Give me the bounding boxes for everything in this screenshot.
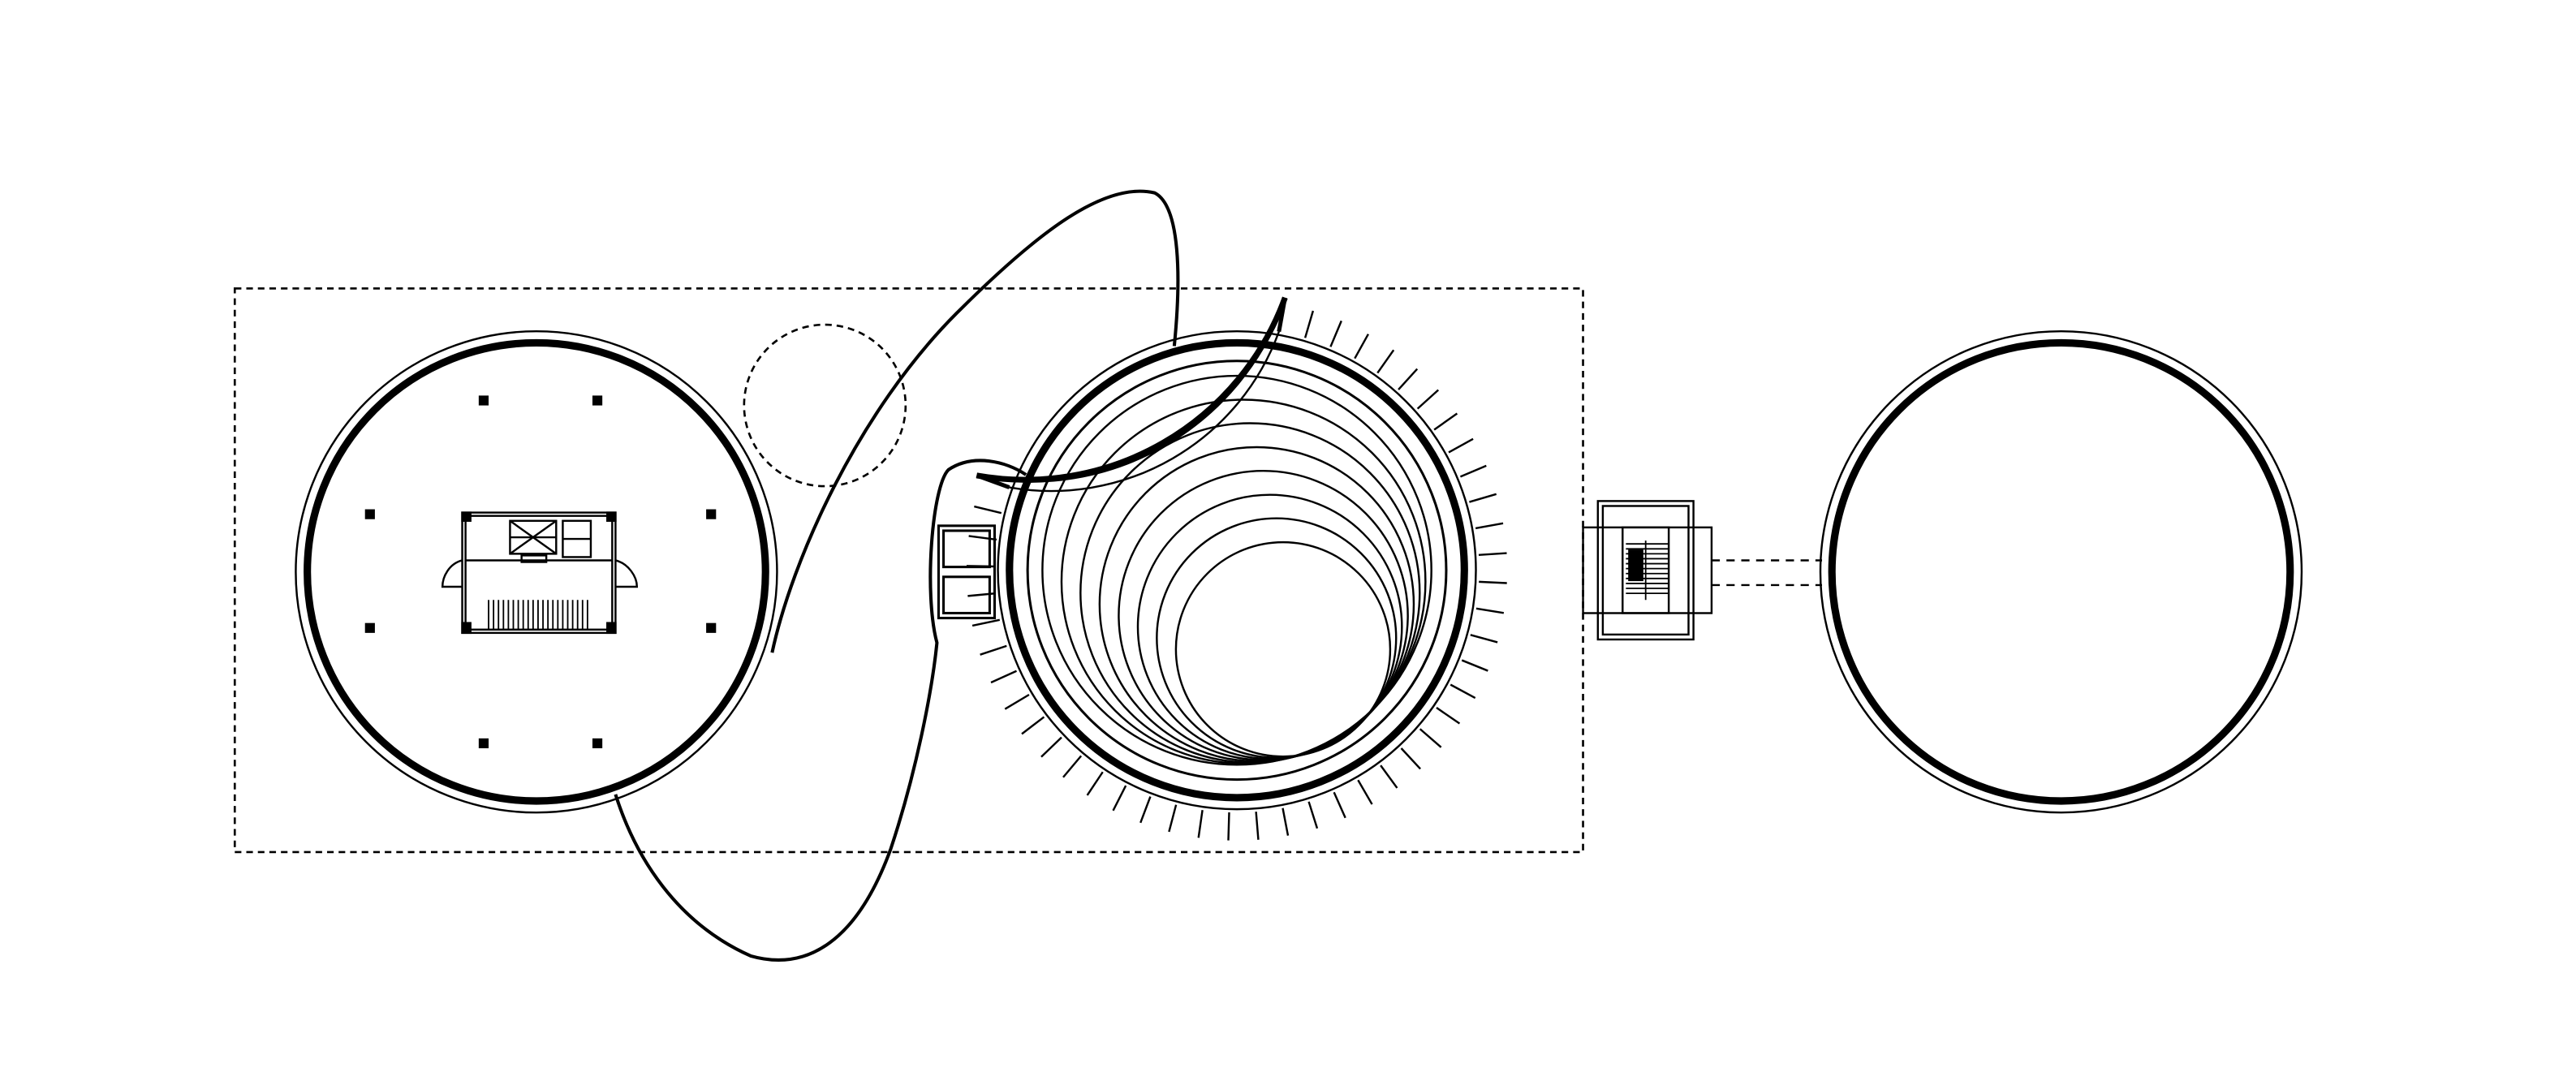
column-marker [706,509,717,519]
perimeter-band-divider [971,618,1001,627]
spiral-ring [1079,422,1421,764]
perimeter-band-divider [1255,812,1260,840]
column-marker [478,738,489,749]
central-tower [937,296,1507,841]
central-tower-entrance [937,524,997,620]
perimeter-band-divider [1419,728,1442,748]
column-marker [592,395,603,406]
perimeter-band-divider [1112,785,1127,812]
perimeter-band-divider [1380,764,1398,789]
right-tower [1819,329,2303,814]
perimeter-band-divider [1227,812,1230,841]
perimeter-band-divider [1168,804,1178,833]
spiral-ring [1118,469,1409,761]
perimeter-band-divider [1475,607,1505,614]
central-tower-inner-ring [1026,360,1448,782]
perimeter-band-divider [1416,389,1440,410]
perimeter-band-divider [1461,659,1488,672]
column-marker [364,509,375,519]
left-tower-columns [364,395,717,749]
perimeter-band-divider [1400,747,1421,770]
perimeter-band-end-cap [1277,297,1287,333]
left-tower-outer-ring [295,329,778,814]
perimeter-band-divider [1139,796,1152,824]
perimeter-band-divider [1303,310,1315,338]
perimeter-band-divider [1086,771,1104,796]
perimeter-band-divider [1376,349,1395,374]
left-tower-wall [304,338,769,805]
left-tower [295,329,778,814]
perimeter-band-divider [1478,552,1507,557]
perimeter-band-arc [976,296,1288,483]
perimeter-band-divider [1040,736,1062,758]
perimeter-band-divider [1448,437,1474,454]
perimeter-band-divider [1333,791,1346,819]
central-tower-spiral-ramp [1041,374,1432,766]
perimeter-band-divider [968,535,997,541]
right-tower-wall [1828,338,2294,805]
perimeter-band-divider [1282,807,1290,836]
perimeter-band-divider [1354,334,1369,360]
perimeter-band-end-cap [976,473,1010,489]
perimeter-band-divider [1475,522,1504,530]
perimeter-band-divider [1062,755,1083,778]
perimeter-band-divider [1357,779,1373,805]
central-tower-wall [1006,338,1468,802]
perimeter-band-divider [1329,320,1342,347]
left-tower-core [441,511,639,635]
bridge-core [1582,500,1822,641]
column-marker [364,622,375,633]
dashed-circle [743,323,907,488]
curved-path-line-lower [614,459,1027,962]
central-tower-outer-ring [997,329,1477,811]
perimeter-band-divider [967,592,997,597]
curved-path-line [770,189,1180,653]
spiral-ring [1041,374,1432,766]
perimeter-band-divider [1479,580,1507,584]
perimeter-band-divider [1436,707,1461,725]
perimeter-band-divider [980,644,1007,656]
site-boundary [233,287,1584,854]
perimeter-band-divider [1433,412,1458,431]
perimeter-band-divider [1470,634,1498,644]
perimeter-band-divider [1021,716,1045,735]
spiral-ring [1136,493,1403,760]
right-tower-outer-ring [1819,329,2303,814]
perimeter-band-divider [1004,693,1030,710]
perimeter-band-divider [1398,368,1419,390]
perimeter-band-divider [1469,493,1497,503]
spiral-ring [1098,446,1415,763]
perimeter-band-divider [1197,809,1204,838]
column-marker [478,395,489,406]
spiral-ring [1174,540,1392,758]
column-marker [592,738,603,749]
perimeter-band-divider [990,670,1018,684]
spiral-ring [1060,398,1427,765]
left-tower-stair [488,600,588,630]
perimeter-band-divider [1450,683,1476,700]
perimeter-band-divider [974,505,1002,515]
spiral-ring [1156,517,1398,759]
perimeter-band-arc [1009,331,1280,493]
perimeter-band-divider [1459,464,1487,478]
column-marker [706,622,717,633]
perimeter-band-divider [1307,801,1319,829]
